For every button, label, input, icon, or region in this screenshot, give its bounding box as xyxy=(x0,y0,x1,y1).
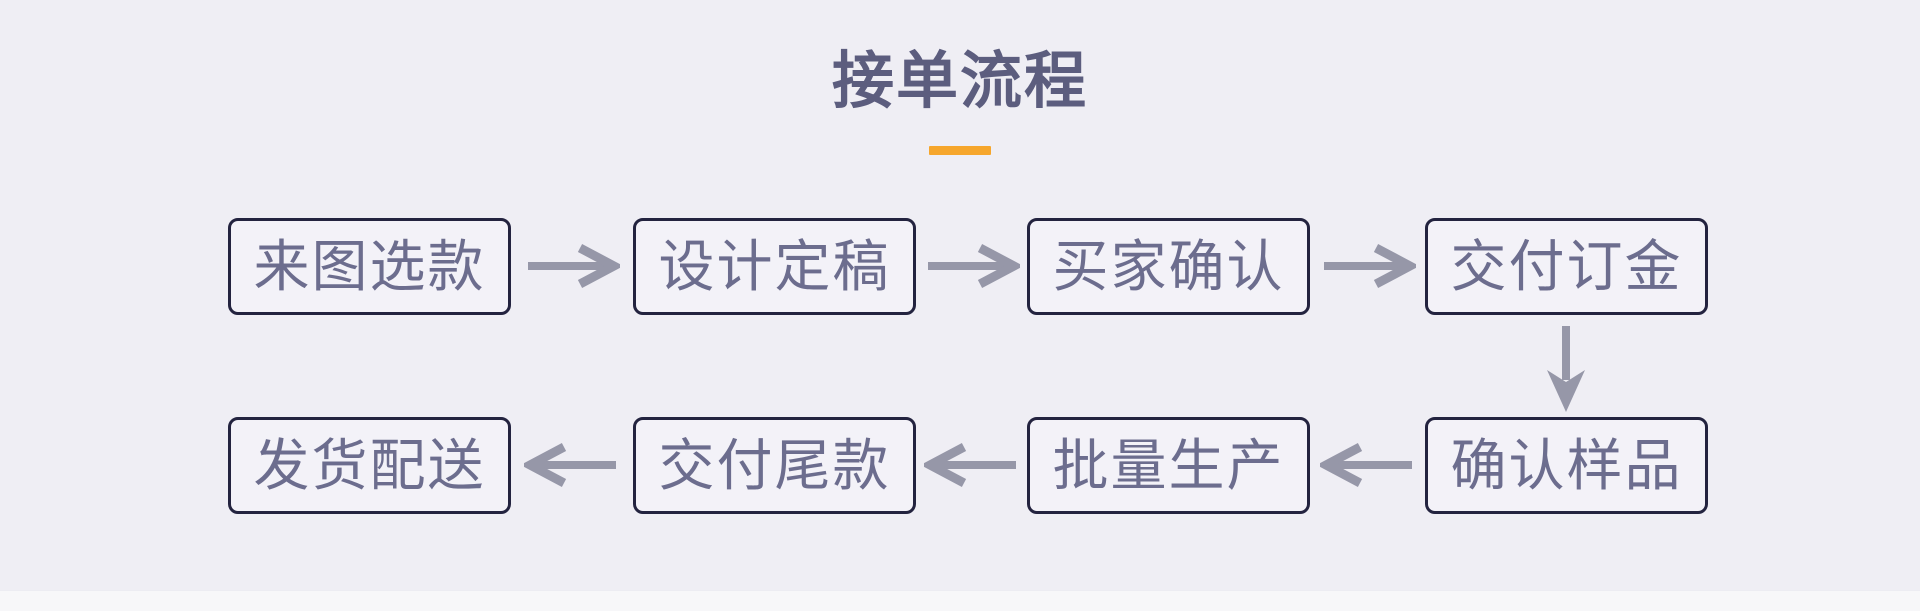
flow-step-sheji-dinggao: 设计定稿 xyxy=(633,218,916,315)
flow-step-maijia-queren: 买家确认 xyxy=(1027,218,1310,315)
arrow-right-icon xyxy=(928,244,1020,288)
arrow-down-icon xyxy=(1547,326,1585,412)
flow-step-label: 买家确认 xyxy=(1052,236,1285,299)
arrow-right-icon xyxy=(1324,244,1416,288)
flow-step-label: 设计定稿 xyxy=(658,236,891,299)
flow-step-queren-yangpin: 确认样品 xyxy=(1425,417,1708,514)
flow-step-label: 批量生产 xyxy=(1052,435,1285,498)
flow-step-piliang-shengchan: 批量生产 xyxy=(1027,417,1310,514)
flow-step-laitu-xuankuan: 来图选款 xyxy=(228,218,511,315)
next-section-edge xyxy=(0,590,1920,611)
flow-step-jiaofu-weikuan: 交付尾款 xyxy=(633,417,916,514)
arrow-left-icon xyxy=(1320,443,1412,487)
flow-step-label: 确认样品 xyxy=(1450,435,1683,498)
page-title: 接单流程 xyxy=(831,48,1088,116)
title-underline-accent xyxy=(929,146,991,155)
flow-step-label: 来图选款 xyxy=(253,236,486,299)
arrow-right-icon xyxy=(528,244,620,288)
arrow-left-icon xyxy=(924,443,1016,487)
flow-step-label: 交付订金 xyxy=(1450,236,1683,299)
flow-step-label: 发货配送 xyxy=(253,435,486,498)
flow-step-jiaofu-dingjin: 交付订金 xyxy=(1425,218,1708,315)
arrow-left-icon xyxy=(524,443,616,487)
flow-step-label: 交付尾款 xyxy=(658,435,891,498)
flow-step-fahuo-peisong: 发货配送 xyxy=(228,417,511,514)
